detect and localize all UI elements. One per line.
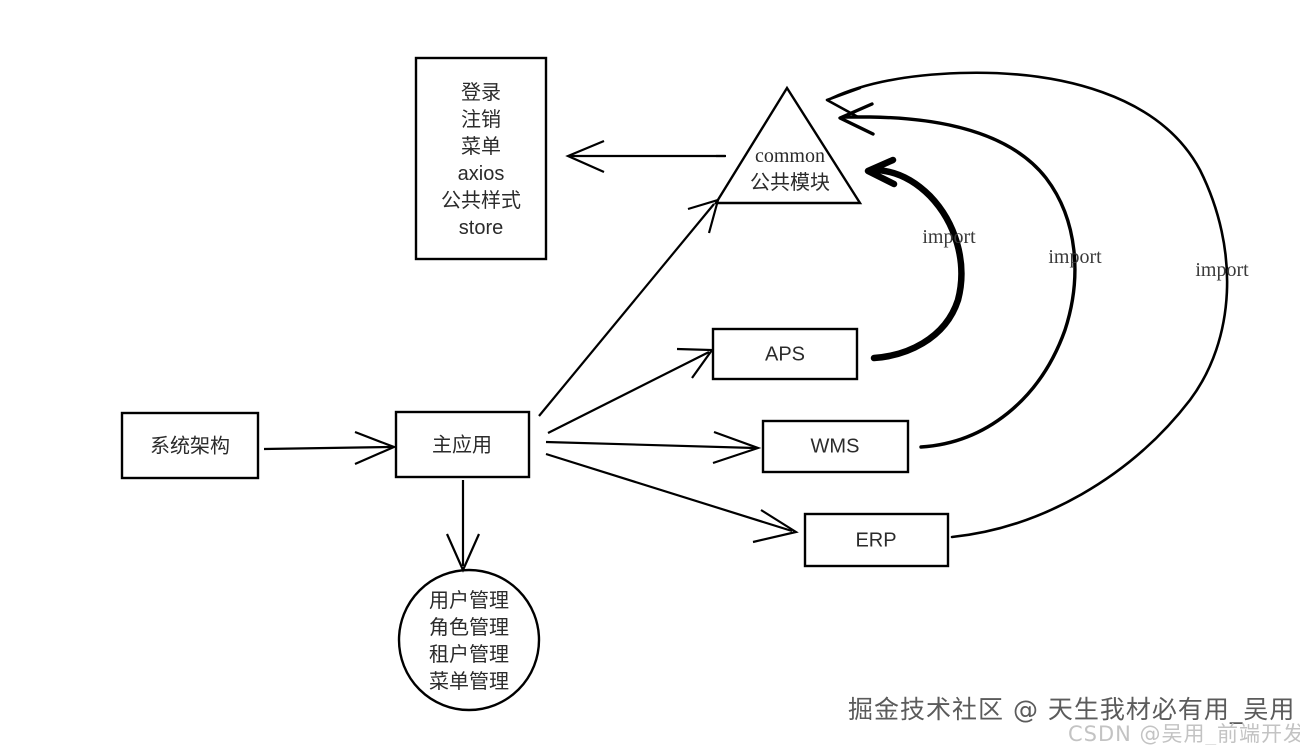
system-arch-label: 系统架构 (150, 434, 230, 457)
common-list-box (414, 56, 548, 261)
node-system-arch: 系统架构 (120, 411, 260, 480)
node-management: 用户管理 角色管理 租户管理 菜单管理 (397, 568, 541, 712)
system-arch-box (120, 411, 260, 480)
erp-box (803, 512, 950, 568)
wms-label: WMS (811, 435, 860, 457)
node-main-app: 主应用 (394, 410, 531, 479)
import-label-erp: import (1195, 259, 1249, 281)
main-app-label: 主应用 (432, 433, 492, 456)
management-item-0: 用户管理 (429, 589, 509, 612)
common-module-triangle (713, 85, 863, 205)
import-label-wms: import (1048, 246, 1102, 268)
common-list-item-0: 登录 (461, 81, 501, 104)
edge-import-wms (838, 102, 1077, 449)
common-list-item-5: store (459, 217, 503, 239)
edge-main-to-erp (545, 452, 799, 544)
common-list-item-3: axios (458, 163, 505, 185)
aps-label: APS (765, 343, 805, 365)
import-label-aps: import (922, 226, 976, 248)
node-aps: APS (711, 327, 859, 381)
edge-import-erp (825, 71, 1229, 539)
node-erp: ERP (803, 512, 950, 568)
node-wms: WMS (761, 419, 910, 474)
common-module-label-cn: 公共模块 (750, 171, 830, 194)
edge-main-to-management (445, 480, 481, 573)
edge-main-to-aps (547, 347, 715, 434)
management-circle (397, 568, 541, 712)
common-list-item-1: 注销 (461, 108, 501, 131)
wms-box (761, 419, 910, 474)
aps-box (711, 327, 859, 381)
management-item-2: 租户管理 (429, 643, 509, 666)
watermark-csdn: CSDN @吴用_前端开发 (1068, 722, 1300, 745)
management-item-3: 菜单管理 (429, 670, 509, 693)
erp-label: ERP (855, 529, 896, 551)
edge-import-aps (864, 156, 965, 362)
common-module-label-en: common (755, 145, 825, 167)
main-app-box (394, 410, 531, 479)
edge-main-to-common (538, 198, 720, 417)
node-common-list: 登录 注销 菜单 axios 公共样式 store (414, 56, 548, 261)
management-item-1: 角色管理 (429, 616, 509, 639)
common-list-item-2: 菜单 (461, 135, 501, 158)
edge-main-to-wms (545, 430, 762, 465)
edge-common-to-list (565, 139, 726, 174)
node-common-module: common 公共模块 (713, 85, 863, 205)
watermark-juejin: 掘金技术社区 @ 天生我材必有用_吴用 (848, 695, 1296, 724)
common-list-item-4: 公共样式 (441, 189, 521, 212)
edge-arch-to-main (263, 430, 397, 466)
